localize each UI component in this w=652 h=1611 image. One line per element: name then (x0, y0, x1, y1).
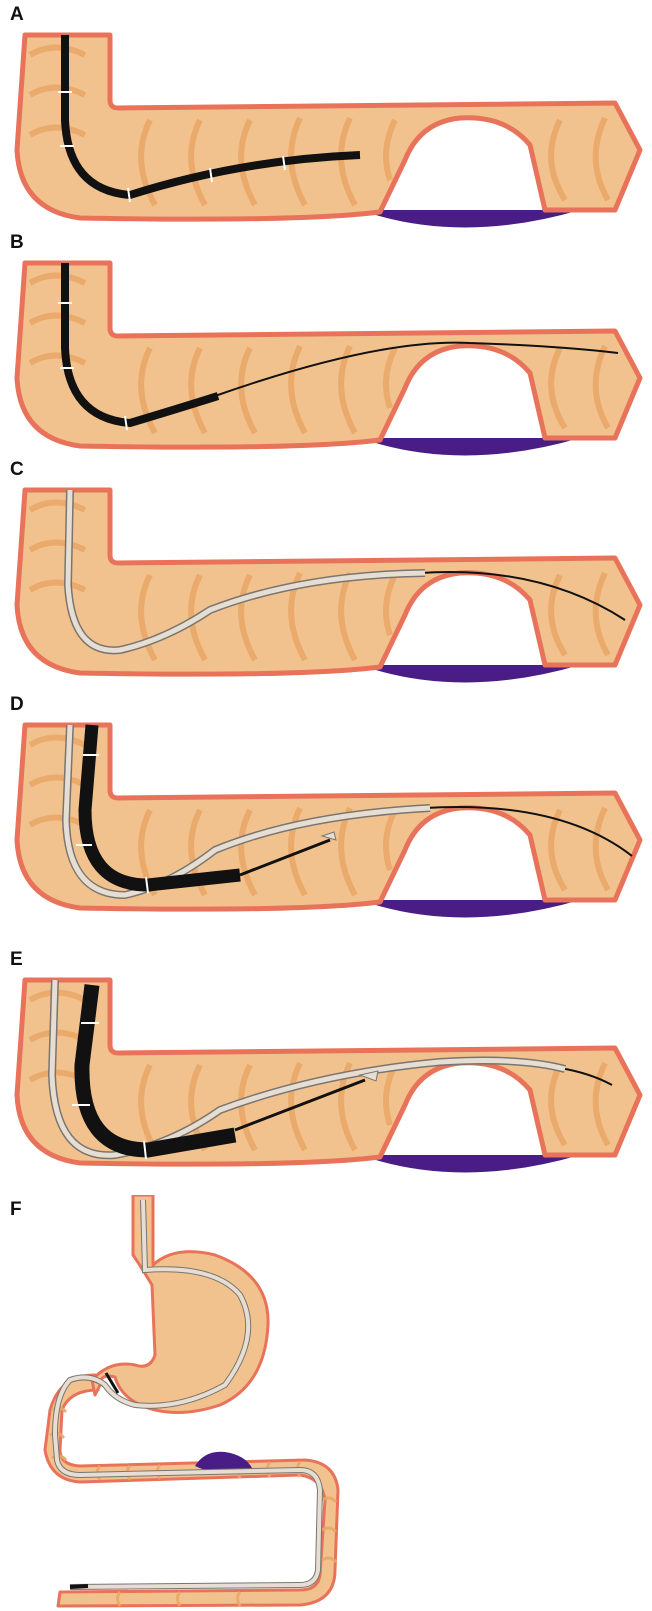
intestine-diagram (0, 945, 652, 1185)
intestine-diagram (0, 455, 652, 695)
tumor (360, 665, 580, 683)
panel-b: B (0, 228, 652, 468)
gi-tract-overview (0, 1195, 652, 1611)
intestine-diagram (0, 0, 652, 235)
panel-d: D (0, 690, 652, 930)
panel-c: C (0, 455, 652, 695)
tumor (360, 210, 580, 228)
tumor (360, 438, 580, 456)
panel-f: F (0, 1195, 652, 1611)
panel-a: A (0, 0, 652, 235)
tumor (360, 900, 580, 918)
intestine-diagram (0, 228, 652, 468)
panel-e: E (0, 945, 652, 1185)
intestine-diagram (0, 690, 652, 930)
tumor (360, 1155, 580, 1173)
intestine-folds (50, 1408, 336, 1606)
stent-end (70, 1586, 88, 1587)
